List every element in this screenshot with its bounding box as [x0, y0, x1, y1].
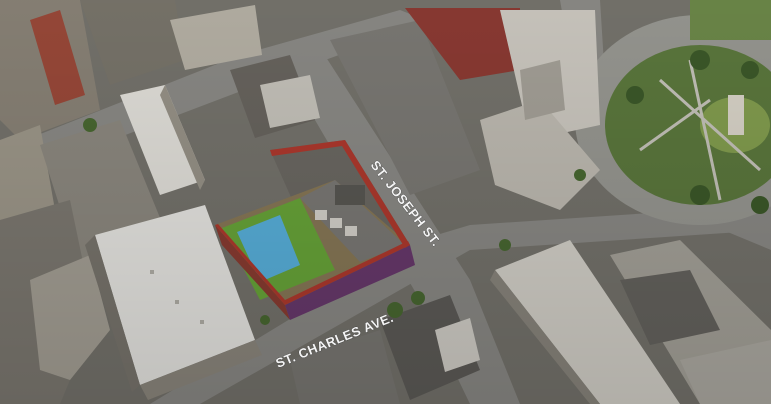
aerial-map: ST. JOSEPH ST. ST. CHARLES AVE. — [0, 0, 771, 404]
aerial-map-canvas: ST. JOSEPH ST. ST. CHARLES AVE. — [0, 0, 771, 404]
shading-overlay — [0, 0, 771, 404]
